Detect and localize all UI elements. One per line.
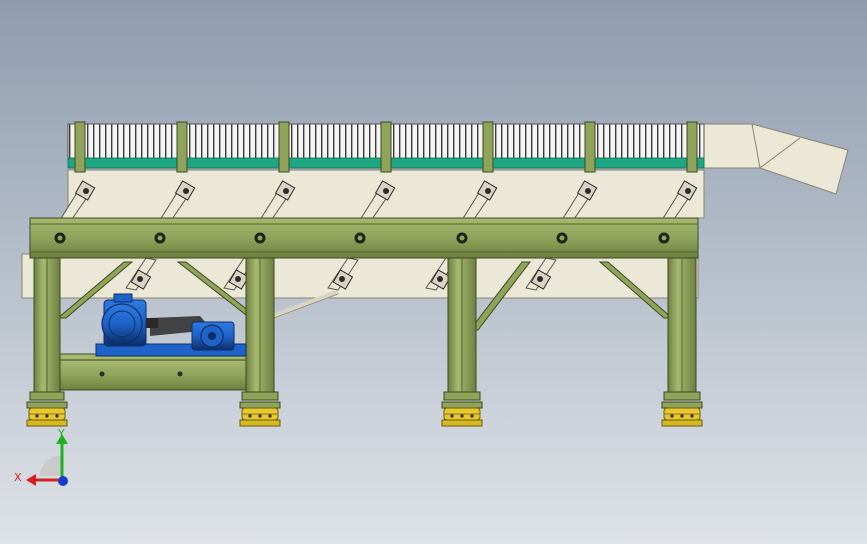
deck-post (380, 121, 392, 173)
spring-isolator (26, 401, 68, 427)
spring-isolator (661, 401, 703, 427)
motor-terminal-box (113, 293, 133, 303)
motor-base-platform (59, 353, 251, 391)
motor-fan-cover (101, 303, 143, 345)
deck-post (482, 121, 494, 173)
support-leg (663, 257, 701, 401)
view-orientation-triad[interactable]: Y X (14, 427, 68, 486)
support-legs (29, 257, 701, 401)
drive-connecting-rod (273, 289, 339, 319)
support-leg (29, 257, 65, 401)
triad-x-arrow (26, 474, 36, 486)
support-leg (443, 257, 481, 401)
cross-braces (56, 261, 674, 331)
leaf-spring (561, 180, 598, 223)
deck-post (176, 121, 188, 173)
triad-y-label: Y (57, 427, 65, 440)
deck-post (686, 121, 698, 173)
leaf-spring-lower (327, 257, 359, 291)
leaf-spring (461, 180, 498, 223)
platform-bolt-right (177, 371, 183, 377)
support-leg (241, 257, 279, 401)
drive-motor (95, 293, 247, 357)
triad-quarter-disc (39, 455, 62, 476)
top-beam-bolts (54, 232, 670, 244)
triad-x-label: X (14, 471, 22, 484)
discharge-chute-fold (759, 137, 801, 169)
leaf-spring-lower (125, 257, 157, 291)
leaf-spring (59, 180, 96, 223)
platform-face (59, 359, 251, 391)
triad-y-arrow (56, 434, 68, 444)
drive-connecting-rod-edge (273, 293, 339, 319)
trough-lower-pan (21, 253, 699, 299)
discharge-chute-edge (751, 123, 761, 169)
upper-leaf-springs (59, 180, 698, 223)
leaf-spring (359, 180, 396, 223)
deck-post (278, 121, 290, 173)
spring-isolators (26, 401, 703, 427)
deck-post (74, 121, 86, 173)
motor-fan-ring (108, 310, 136, 338)
triad-z-axis-dot (58, 476, 68, 486)
brace-left-a (56, 261, 134, 319)
deck-posts (74, 121, 698, 173)
bearing-hub (208, 332, 216, 340)
spring-isolator (239, 401, 281, 427)
leaf-spring (159, 180, 196, 223)
deck-post (584, 121, 596, 173)
platform-bolt-left (99, 371, 105, 377)
spring-isolator (441, 401, 483, 427)
leaf-spring-lower (525, 257, 557, 291)
